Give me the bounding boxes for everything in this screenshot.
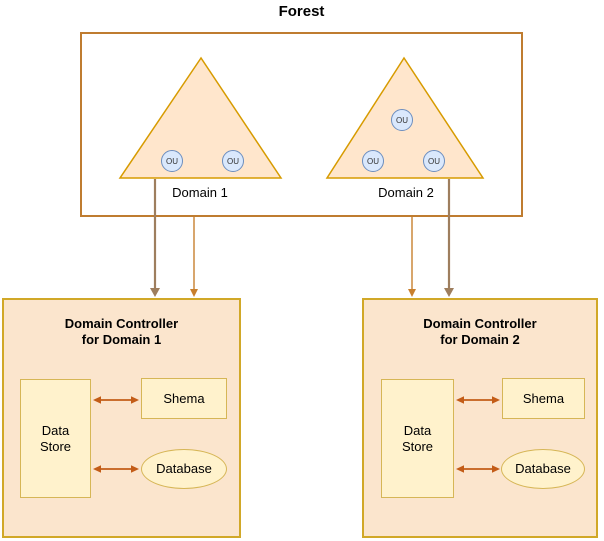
data-store-2: Data Store (381, 379, 454, 498)
arrowhead-icon (190, 289, 198, 297)
data-store-1: Data Store (20, 379, 91, 498)
ou-label: OU (367, 156, 379, 166)
dc2-title-line2: for Domain 2 (440, 332, 520, 347)
arrowhead-icon (150, 288, 160, 297)
forest-box (80, 32, 523, 217)
arrowhead-icon (408, 289, 416, 297)
schema-2-label: Shema (522, 390, 565, 406)
ou-label: OU (166, 156, 178, 166)
database-1: Database (141, 449, 227, 489)
ou-circle: OU (222, 150, 244, 172)
forest-title: Forest (278, 3, 325, 20)
domain1-label: Domain 1 (172, 185, 228, 200)
database-1-label: Database (156, 461, 212, 476)
ou-label: OU (396, 115, 408, 125)
domain-controller-2-title: Domain Controller for Domain 2 (364, 316, 596, 348)
schema-2: Shema (502, 378, 585, 419)
dc1-title-line2: for Domain 1 (81, 332, 162, 347)
data-store-1-label: Data Store (39, 422, 72, 454)
domain2-label: Domain 2 (378, 185, 434, 200)
database-2-label: Database (515, 461, 571, 476)
ou-circle: OU (423, 150, 445, 172)
schema-1-label: Shema (163, 390, 205, 406)
dc1-title-line1: Domain Controller (64, 316, 179, 331)
ou-circle: OU (362, 150, 384, 172)
ou-label: OU (428, 156, 440, 166)
database-2: Database (501, 449, 585, 489)
schema-1: Shema (141, 378, 227, 419)
ou-circle: OU (391, 109, 413, 131)
ou-circle: OU (161, 150, 183, 172)
dc2-title-line1: Domain Controller (423, 316, 537, 331)
data-store-2-label: Data Store (401, 422, 434, 454)
domain-controller-1-title: Domain Controller for Domain 1 (4, 316, 239, 348)
arrowhead-icon (444, 288, 454, 297)
ou-label: OU (227, 156, 239, 166)
